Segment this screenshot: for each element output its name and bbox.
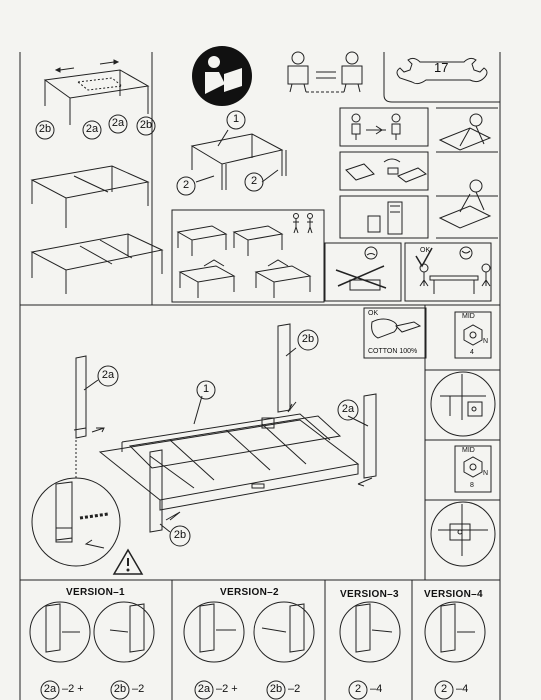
part-label-leg-b: 2b	[173, 529, 187, 541]
part-label-leg: 2	[182, 179, 190, 191]
part-label-top: 1	[232, 113, 240, 125]
formula-qty: –2	[288, 683, 301, 695]
read-manual-icon	[192, 46, 252, 106]
hardware-count: 8	[470, 482, 474, 489]
formula-qty: –2	[132, 683, 145, 695]
formula-part: 2	[354, 683, 362, 695]
formula-part: 2	[440, 683, 448, 695]
cotton-cloth-box	[363, 307, 427, 359]
wrong-right-handling	[324, 242, 492, 302]
formula-part: 2a	[43, 683, 57, 695]
formula-part: 2b	[269, 683, 283, 695]
part-label-leg-a: 2a	[85, 123, 99, 135]
hardware-code: N	[483, 470, 489, 477]
part-label-leg-a: 2a	[101, 369, 115, 381]
hardware-count: 4	[470, 349, 474, 356]
wrench-icon	[383, 52, 500, 103]
hardware-code: N	[483, 338, 489, 345]
cotton-label: COTTON 100%	[368, 348, 418, 355]
formula-part: 2b	[113, 683, 127, 695]
version-2-title: VERSION–2	[220, 587, 279, 598]
corner-bracket-details	[430, 371, 496, 567]
version-1-title: VERSION–1	[66, 587, 125, 598]
part-label-top: 1	[202, 383, 210, 395]
version-4-title: VERSION–4	[424, 589, 483, 600]
table-top-drawing	[190, 129, 287, 190]
formula-qty: –2 +	[62, 683, 84, 695]
formula-qty: –4	[456, 683, 469, 695]
formula-qty: –2 +	[216, 683, 238, 695]
main-frame-assembly	[98, 413, 360, 511]
hardware-brand: MID	[462, 313, 475, 320]
part-label-leg: 2	[250, 175, 258, 187]
two-workers-icon	[287, 51, 363, 93]
part-label-leg-a: 2a	[111, 117, 125, 129]
leg-detail-circle	[31, 440, 121, 567]
part-label-leg-a: 2a	[341, 403, 355, 415]
warning-icon	[112, 548, 144, 575]
hardware-brand: MID	[462, 447, 475, 454]
extended-table-drawings	[30, 165, 164, 294]
version-detail-circles	[29, 601, 486, 663]
handling-pictograms	[339, 107, 498, 239]
part-label-leg-b: 2b	[139, 119, 153, 131]
page-number: 17	[434, 60, 449, 75]
part-number-circles	[35, 110, 454, 700]
formula-qty: –4	[370, 683, 383, 695]
leg-drawings	[73, 323, 377, 533]
panel-grid	[19, 52, 501, 700]
version-3-title: VERSION–3	[340, 589, 399, 600]
extension-sequence-box	[171, 209, 325, 303]
part-label-leg-b: 2b	[301, 333, 315, 345]
hardware-boxes	[454, 311, 492, 493]
ok-label: OK	[368, 310, 379, 317]
table-overview-drawing	[43, 59, 150, 125]
ok-label: OK	[420, 247, 431, 254]
formula-part: 2a	[197, 683, 211, 695]
part-label-leg-b: 2b	[38, 123, 52, 135]
